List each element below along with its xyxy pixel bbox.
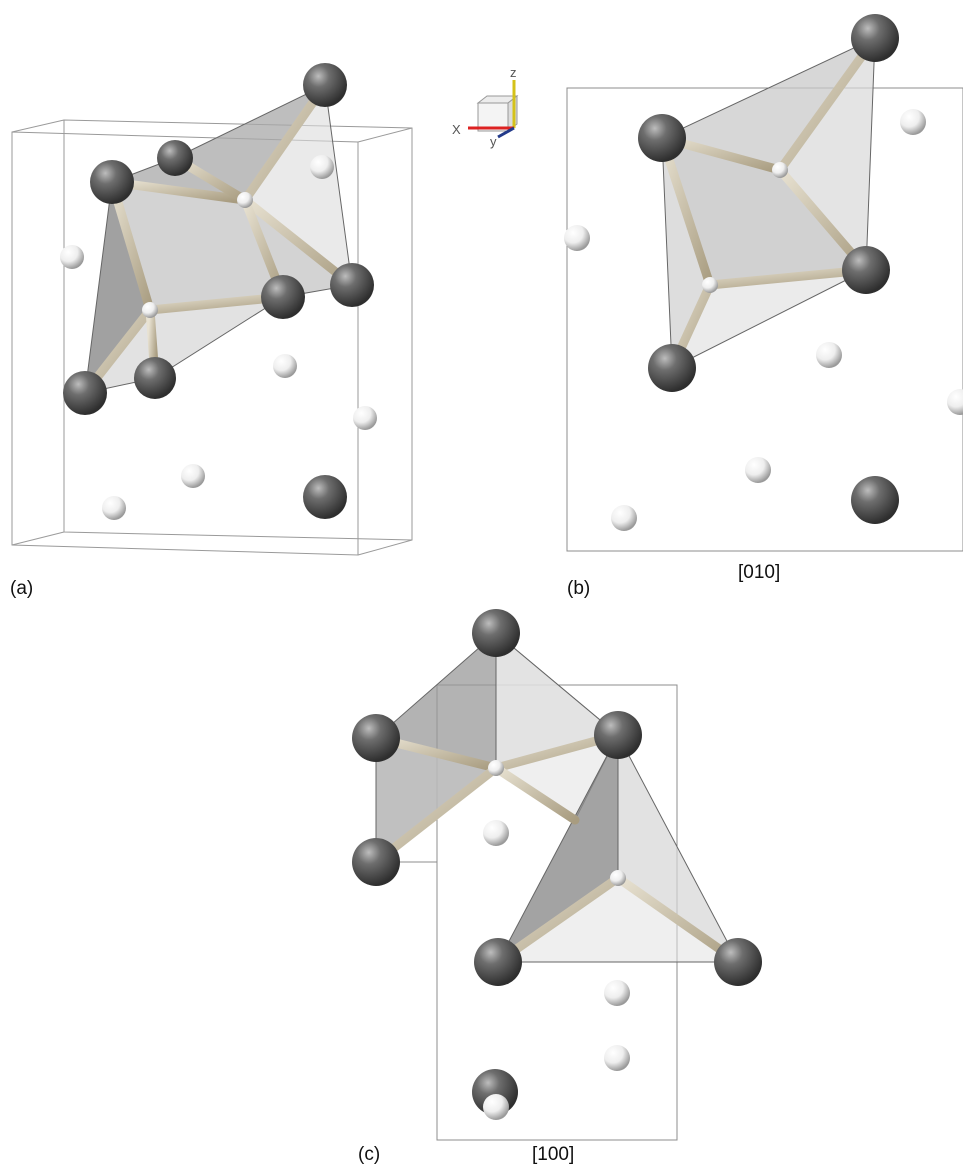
large-atom — [303, 475, 347, 519]
large-atom — [472, 609, 520, 657]
large-atom — [714, 938, 762, 986]
panel-b-label: (b) — [567, 578, 591, 599]
large-atom — [63, 371, 107, 415]
small-atom — [483, 1094, 509, 1120]
large-atom — [638, 114, 686, 162]
small-atom — [947, 389, 963, 415]
large-atom — [648, 344, 696, 392]
small-atom — [611, 505, 637, 531]
large-atom — [474, 938, 522, 986]
large-atom — [842, 246, 890, 294]
small-atom — [610, 870, 626, 886]
panel-b — [564, 14, 963, 552]
small-atom — [745, 457, 771, 483]
large-atom — [594, 711, 642, 759]
large-atom — [261, 275, 305, 319]
small-atom — [102, 496, 126, 520]
polyhedra-b — [660, 36, 877, 370]
small-atom — [702, 277, 718, 293]
small-atom — [604, 980, 630, 1006]
small-atom — [60, 245, 84, 269]
small-atom — [273, 354, 297, 378]
polyhedra-c — [375, 631, 740, 963]
small-atom — [237, 192, 253, 208]
small-atom — [310, 155, 334, 179]
bonds-b — [657, 33, 880, 373]
small-atom — [353, 406, 377, 430]
panel-c-label: (c) — [358, 1144, 381, 1165]
large-atom — [157, 140, 193, 176]
large-atom — [330, 263, 374, 307]
small-atom — [564, 225, 590, 251]
panel-a-label: (a) — [10, 578, 34, 599]
panel-c-direction: [100] — [532, 1144, 575, 1165]
small-atom — [142, 302, 158, 318]
large-atom — [851, 14, 899, 62]
small-atom — [181, 464, 205, 488]
axis-triad: X y z — [452, 65, 519, 149]
panel-a — [11, 63, 413, 556]
atoms-b — [564, 14, 963, 531]
small-atom — [772, 162, 788, 178]
small-atom — [483, 820, 509, 846]
axis-x-label: X — [452, 122, 461, 137]
axis-z-label: z — [510, 65, 517, 80]
axis-y-label: y — [490, 134, 497, 149]
small-atom — [488, 760, 504, 776]
atoms-c — [352, 609, 762, 1120]
large-atom — [303, 63, 347, 107]
small-atom — [816, 342, 842, 368]
panel-c — [352, 609, 762, 1141]
atoms-a — [60, 63, 377, 520]
large-atom — [134, 357, 176, 399]
panel-b-direction: [010] — [738, 562, 781, 583]
small-atom — [900, 109, 926, 135]
large-atom — [352, 838, 400, 886]
large-atom — [90, 160, 134, 204]
large-atom — [851, 476, 899, 524]
small-atom — [604, 1045, 630, 1071]
unit-cell-b — [566, 87, 963, 552]
large-atom — [352, 714, 400, 762]
